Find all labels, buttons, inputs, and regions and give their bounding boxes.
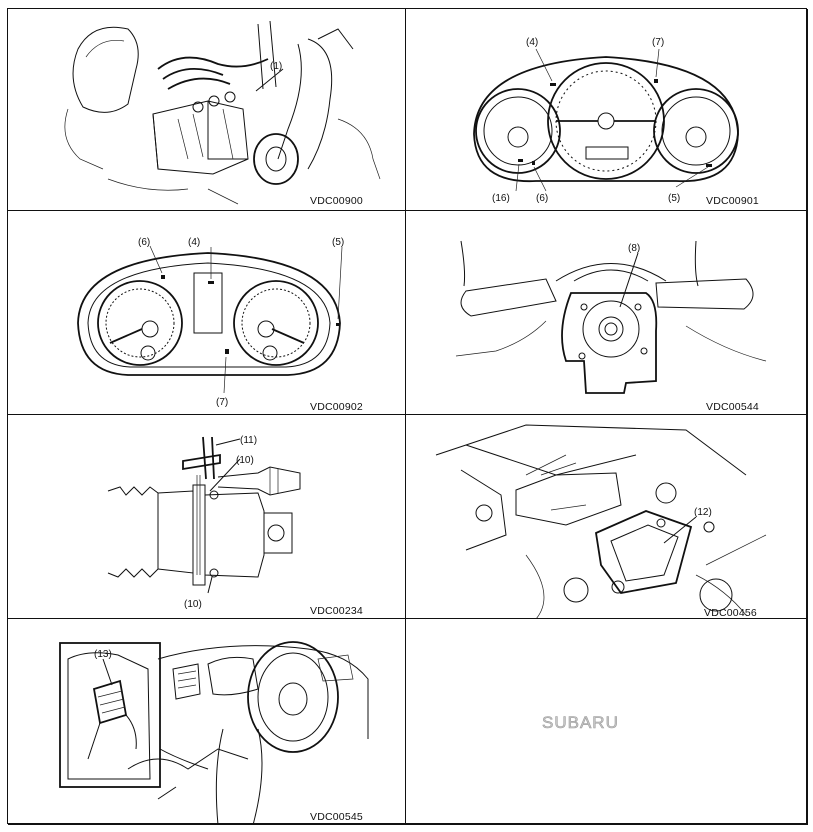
wheel-speed-sensor-drawing: (11) (10) (10) [107, 435, 301, 610]
callout-1: (1) [270, 61, 282, 72]
figure-code: VDC00901 [706, 195, 759, 207]
combination-meter-a-drawing: (4) (7) (16) (6) (5) [473, 37, 739, 204]
figure-code: VDC00902 [310, 401, 363, 413]
callout-7: (7) [652, 37, 664, 48]
figure-sheet: (1) VDC00900 (4) (7) (16) [7, 8, 808, 825]
callout-4: (4) [526, 37, 538, 48]
hydraulic-unit-drawing: (1) [64, 20, 381, 205]
figure-code: VDC00544 [706, 401, 759, 413]
panel-dashboard-connector: (13) VDC00545 [8, 619, 406, 825]
callout-8: (8) [628, 243, 640, 254]
figure-code: VDC00456 [704, 607, 757, 619]
callout-16: (16) [492, 193, 510, 204]
callout-6: (6) [536, 193, 548, 204]
vdc-module-drawing: (12) [435, 424, 767, 618]
panel-watermark: SUBARU [406, 619, 808, 825]
subaru-watermark: SUBARU [542, 713, 619, 733]
figure-code: VDC00234 [310, 605, 363, 617]
panel-combination-meter-a: (4) (7) (16) (6) (5) VDC00901 [406, 9, 808, 211]
callout-11: (11) [240, 435, 257, 446]
panel-hydraulic-unit: (1) VDC00900 [8, 9, 406, 211]
callout-6: (6) [138, 237, 150, 248]
figure-code: VDC00545 [310, 811, 363, 823]
callout-10-lower: (10) [184, 599, 202, 610]
callout-10: (10) [236, 455, 254, 466]
dashboard-connector-drawing: (13) [59, 641, 369, 824]
callout-4: (4) [188, 237, 200, 248]
callout-13: (13) [94, 649, 112, 660]
callout-5: (5) [332, 237, 344, 248]
figure-code: VDC00900 [310, 195, 363, 207]
panel-combination-meter-b: (6) (4) (5) (7) VDC00902 [8, 211, 406, 415]
callout-7: (7) [216, 397, 228, 408]
callout-5: (5) [668, 193, 680, 204]
panel-wheel-speed-sensor: (11) (10) (10) VDC00234 [8, 415, 406, 619]
steering-angle-sensor-drawing: (8) [455, 240, 767, 394]
callout-12: (12) [694, 507, 712, 518]
combination-meter-b-drawing: (6) (4) (5) (7) [77, 237, 344, 408]
panel-steering-angle-sensor: (8) VDC00544 [406, 211, 808, 415]
panel-vdc-module: (12) VDC00456 [406, 415, 808, 619]
